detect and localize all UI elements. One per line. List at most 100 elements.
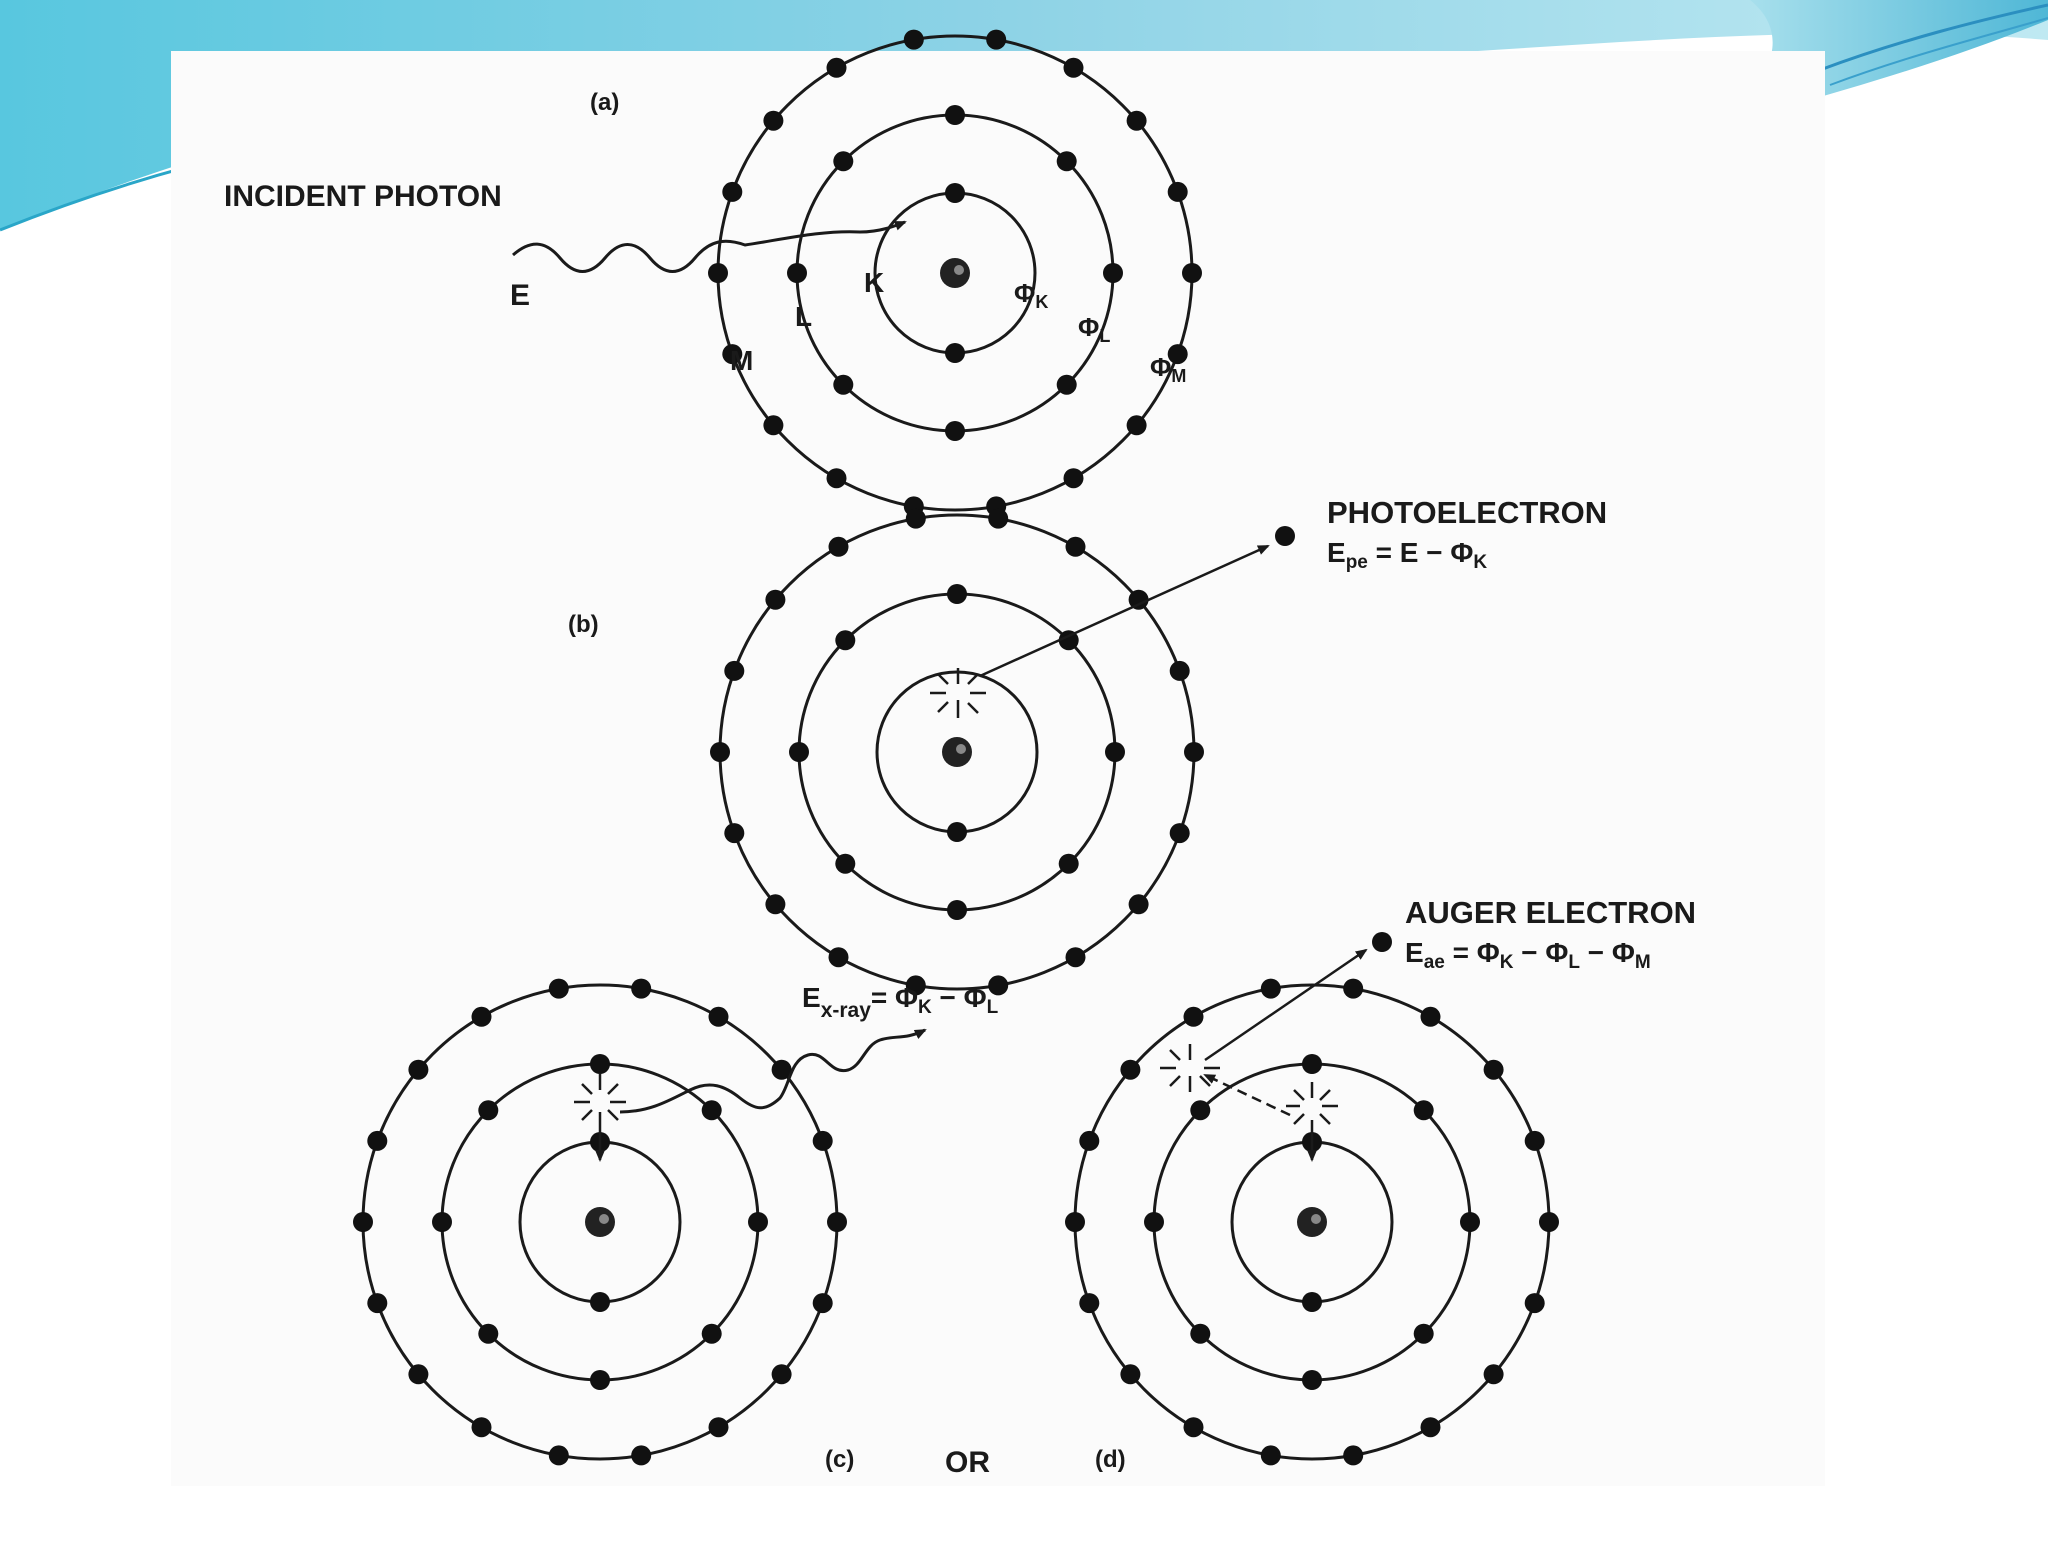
electron (471, 1006, 492, 1027)
electron (826, 468, 847, 489)
electron (1302, 1054, 1322, 1074)
phi-k-label: ΦK (1014, 278, 1048, 312)
auger-electron-arrow (1204, 948, 1368, 1062)
incident-photon-wave (512, 220, 907, 273)
electron (590, 1054, 610, 1074)
electron (1063, 468, 1084, 489)
atom-a (708, 29, 1202, 517)
phi-l-label: ΦL (1078, 312, 1110, 346)
electron (1302, 1292, 1322, 1312)
nucleus-highlight (1311, 1214, 1321, 1224)
electron (353, 1212, 373, 1232)
electron (763, 415, 784, 436)
electron (1120, 1364, 1141, 1385)
electron (947, 822, 967, 842)
electron (1190, 1100, 1211, 1121)
electron (988, 975, 1009, 996)
electron (771, 1059, 792, 1080)
panel-c-tag: (c) (825, 1446, 854, 1473)
atoms-layer (353, 29, 1559, 1466)
electron (1128, 589, 1149, 610)
electron (826, 57, 847, 78)
electron (835, 630, 856, 651)
electron (1524, 1130, 1545, 1151)
panel-d-tag: (d) (1095, 1446, 1126, 1473)
electron (833, 374, 854, 395)
electron (1524, 1293, 1545, 1314)
electron (708, 1006, 729, 1027)
electron (947, 900, 967, 920)
photoelectron-title: PHOTOELECTRON (1327, 495, 1607, 530)
electron (833, 151, 854, 172)
electron (812, 1130, 833, 1151)
or-label: OR (945, 1446, 990, 1479)
m-shell-label: M (730, 345, 753, 376)
electron (432, 1212, 452, 1232)
electron (1413, 1323, 1434, 1344)
electron (1105, 742, 1125, 762)
electron (945, 421, 965, 441)
electron (1079, 1130, 1100, 1151)
electron (478, 1323, 499, 1344)
electron (1120, 1059, 1141, 1080)
electron (1056, 151, 1077, 172)
electron (548, 978, 569, 999)
auger-electron-title: AUGER ELECTRON (1405, 895, 1696, 930)
electron (1260, 978, 1281, 999)
panel-b-tag: (b) (568, 611, 599, 638)
electron (708, 1417, 729, 1438)
electron (701, 1323, 722, 1344)
xray-equation: Ex-ray= ΦK − ΦL (802, 982, 999, 1022)
electron (1190, 1323, 1211, 1344)
electron (367, 1130, 388, 1151)
electron (478, 1100, 499, 1121)
panel-a-tag: (a) (590, 89, 619, 116)
electron (1460, 1212, 1480, 1232)
electron (812, 1293, 833, 1314)
electron (710, 742, 730, 762)
electron (787, 263, 807, 283)
electron (945, 343, 965, 363)
electron (827, 1212, 847, 1232)
electron (1539, 1212, 1559, 1232)
electron (701, 1100, 722, 1121)
electron (1183, 1417, 1204, 1438)
electron (1167, 181, 1188, 202)
electron (1063, 57, 1084, 78)
electron (722, 344, 743, 365)
atom-d (1065, 978, 1559, 1466)
panel-d: (d) AUGER ELECTRON Eae = ΦK − ΦL − ΦM (1095, 895, 1696, 1473)
electron (1103, 263, 1123, 283)
incident-photon-label: INCIDENT PHOTON (224, 180, 502, 213)
electron (408, 1364, 429, 1385)
l-shell-label: L (795, 301, 812, 332)
electron (748, 1212, 768, 1232)
electron (631, 1445, 652, 1466)
photoelectron-dot (1275, 526, 1295, 546)
electron (408, 1059, 429, 1080)
electron (1065, 947, 1086, 968)
electron (1343, 1445, 1364, 1466)
electron (828, 536, 849, 557)
panel-a: (a) INCIDENT PHOTON E K L M ΦK ΦL ΦM (224, 89, 1186, 386)
vacancy-burst-d-l (1286, 1082, 1338, 1125)
vacancy-burst-c-l (574, 1074, 626, 1121)
electron (905, 508, 926, 529)
electron (1343, 978, 1364, 999)
electron (1420, 1417, 1441, 1438)
electron (1079, 1293, 1100, 1314)
electron (1182, 263, 1202, 283)
panel-c: (c) Ex-ray= ΦK − ΦL (574, 982, 999, 1473)
electron (1169, 660, 1190, 681)
k-shell-label: K (864, 267, 884, 298)
electron (903, 29, 924, 50)
electron (1065, 536, 1086, 557)
electron (1483, 1059, 1504, 1080)
electron (590, 1292, 610, 1312)
electron (1058, 630, 1079, 651)
electron (724, 823, 745, 844)
nucleus-highlight (956, 744, 966, 754)
electron (1413, 1100, 1434, 1121)
electron (947, 584, 967, 604)
photoelectron-arrow (979, 544, 1270, 678)
